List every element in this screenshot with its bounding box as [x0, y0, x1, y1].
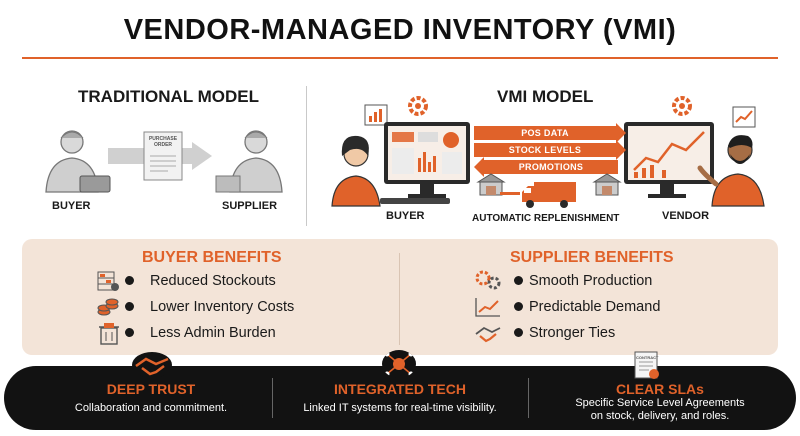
- check-icon: [125, 302, 134, 311]
- gear-icon: [408, 96, 428, 116]
- pillar-text: on stock, delivery, and roles.: [590, 410, 730, 422]
- gear-icon: [672, 96, 692, 116]
- pillar-title: INTEGRATED TECH: [334, 381, 466, 397]
- coins-icon: [97, 298, 119, 316]
- supplier-benefits-title: SUPPLIER BENEFITS: [510, 249, 674, 266]
- buyer-benefit-item: Reduced Stockouts: [150, 273, 276, 289]
- check-icon: [514, 302, 523, 311]
- buyer-benefits-title: BUYER BENEFITS: [142, 249, 282, 266]
- replenishment-arrow: [500, 192, 520, 195]
- vmi-model-title: VMI MODEL: [497, 87, 594, 106]
- traditional-supplier-label: SUPPLIER: [222, 200, 278, 212]
- pillar-text: Specific Service Level Agreements: [575, 397, 745, 409]
- vmi-vendor-illustration: [624, 122, 765, 207]
- check-icon: [514, 328, 523, 337]
- promotions-arrow: PROMOTIONS: [474, 157, 618, 177]
- traditional-buyer-label: BUYER: [52, 200, 91, 212]
- vmi-vendor-label: VENDOR: [662, 210, 710, 222]
- pillar-title: CLEAR SLAs: [616, 381, 704, 397]
- stock-levels-arrow: STOCK LEVELS: [474, 140, 626, 160]
- buyer-benefit-item: Less Admin Burden: [150, 325, 276, 341]
- buyer-benefit-item: Lower Inventory Costs: [150, 299, 295, 315]
- pillar-title: DEEP TRUST: [106, 381, 196, 397]
- page-title: VENDOR-MANAGED INVENTORY (VMI): [123, 14, 677, 46]
- purchase-order-text-2: ORDER: [153, 142, 173, 148]
- trash-icon: [99, 323, 119, 345]
- pillar-separator: [528, 378, 529, 418]
- chart-icon: [364, 104, 388, 126]
- contract-icon: [634, 351, 659, 379]
- vendor-warehouse-icon: [592, 173, 622, 196]
- vmi-buyer-illustration: [331, 122, 470, 207]
- delivery-truck-icon: [522, 182, 576, 208]
- benefits-divider: [399, 253, 400, 345]
- section-divider: [306, 86, 307, 226]
- title-underline: [22, 57, 778, 59]
- vmi-buyer-label: BUYER: [386, 210, 425, 222]
- check-icon: [125, 328, 134, 337]
- purchase-order-text-1: PURCHASE: [148, 136, 178, 142]
- shelves-icon: [97, 271, 119, 291]
- pos-data-arrow: POS DATA: [474, 123, 626, 143]
- supplier-benefit-item: Predictable Demand: [529, 299, 661, 315]
- benefits-panel: [22, 239, 778, 355]
- check-icon: [514, 276, 523, 285]
- network-icon: [382, 350, 416, 378]
- trend-chart-icon: [475, 298, 500, 317]
- pillar-separator: [272, 378, 273, 418]
- supplier-benefit-item: Smooth Production: [529, 273, 653, 289]
- purchase-order-icon: [108, 131, 212, 181]
- buyer-warehouse-icon: [476, 173, 506, 196]
- gears-icon: [475, 270, 501, 290]
- pillar-text: Collaboration and commitment.: [74, 402, 228, 414]
- chart-icon: [732, 106, 756, 128]
- check-icon: [125, 276, 134, 285]
- replenishment-label: AUTOMATIC REPLENISHMENT: [472, 213, 620, 224]
- pillar-text: Linked IT systems for real-time visibili…: [303, 402, 497, 414]
- contract-icon-text: CONTRACT: [636, 355, 659, 360]
- traditional-model-title: TRADITIONAL MODEL: [78, 87, 260, 106]
- supplier-benefit-item: Stronger Ties: [529, 325, 616, 341]
- traditional-buyer-illustration: [45, 130, 111, 193]
- handshake-icon: [132, 352, 172, 378]
- traditional-supplier-illustration: [215, 130, 283, 193]
- handshake-icon: [475, 326, 501, 343]
